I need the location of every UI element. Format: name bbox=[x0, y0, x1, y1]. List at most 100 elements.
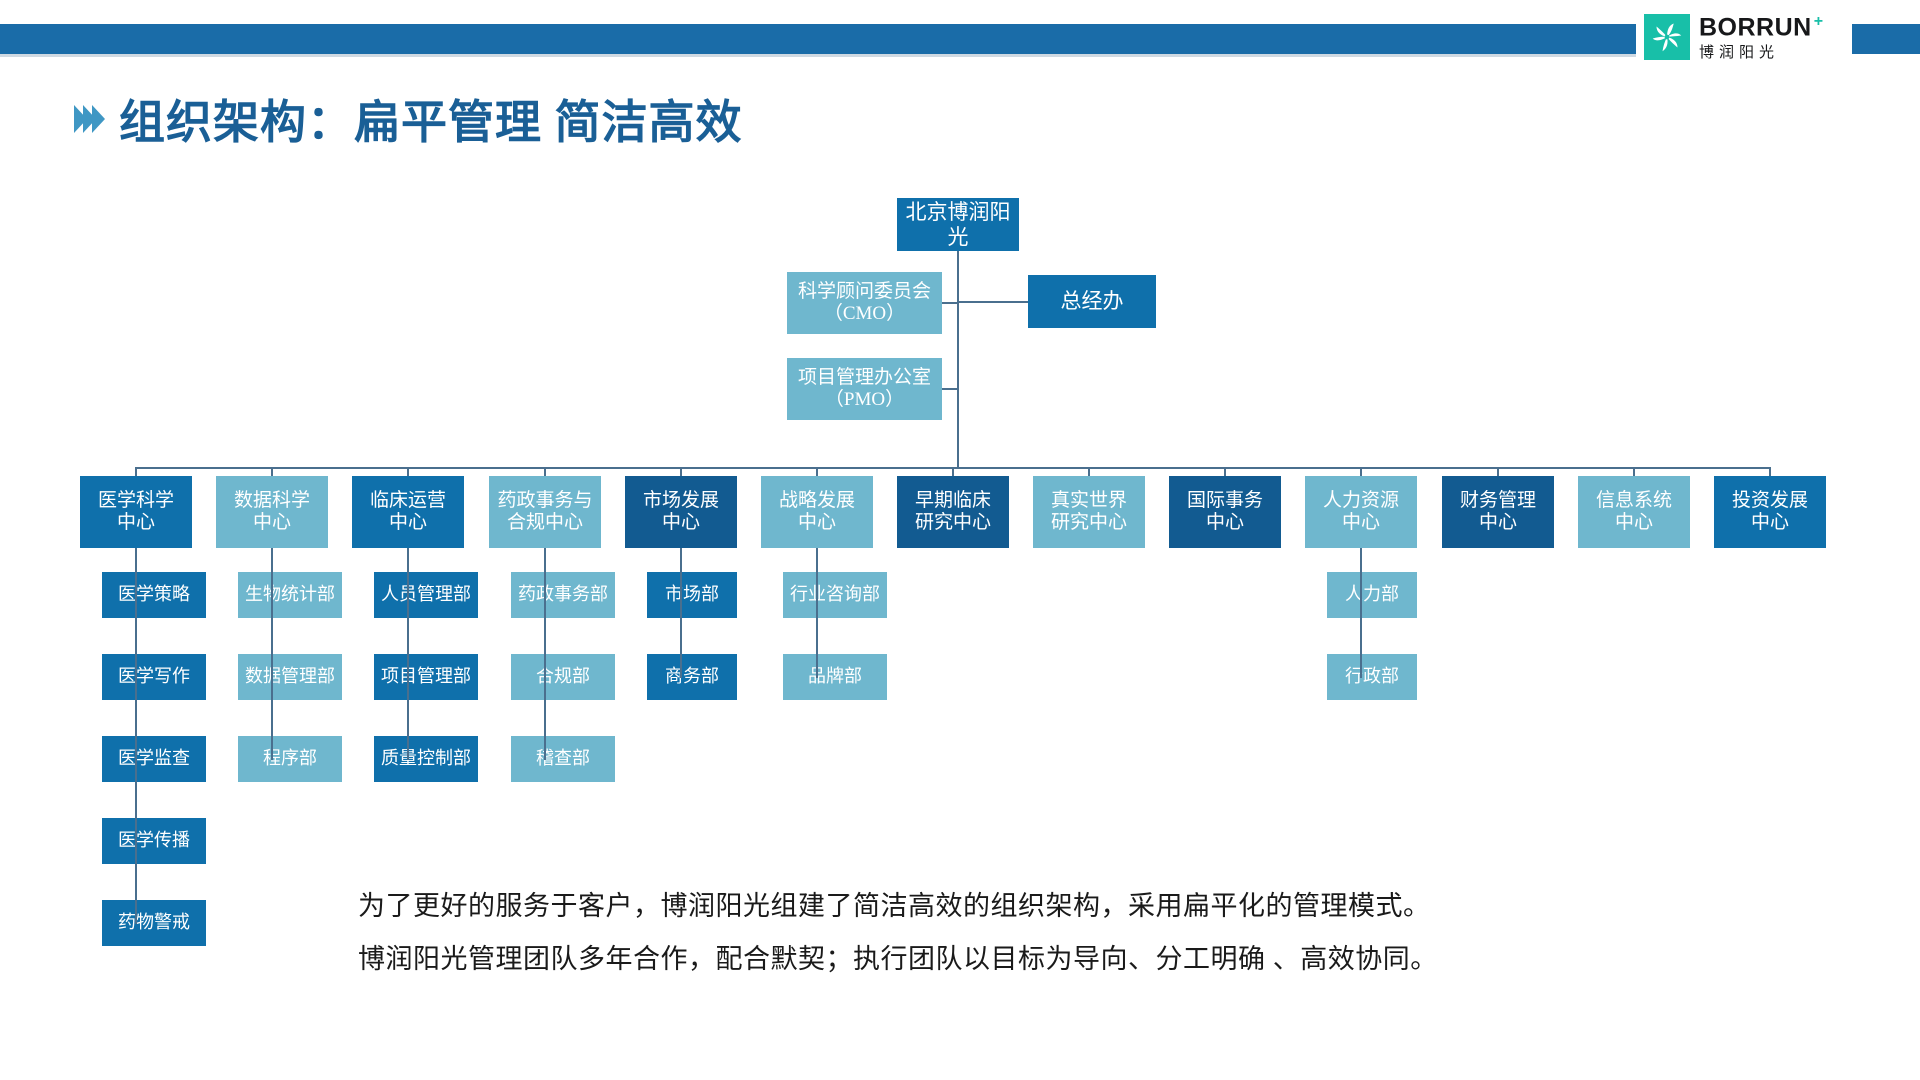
connector-line bbox=[1224, 467, 1226, 476]
footer-paragraph: 为了更好的服务于客户，博润阳光组建了简洁高效的组织架构，采用扁平化的管理模式。 … bbox=[358, 880, 1688, 985]
connector-line bbox=[1360, 548, 1362, 678]
brand-logo: BORRUN+ 博润阳光 bbox=[1636, 6, 1852, 68]
node-dept-3-0[interactable]: 药政事务部 bbox=[511, 572, 615, 618]
node-label: 国际事务 bbox=[1186, 489, 1263, 511]
page-title-row: 组织架构：扁平管理 简洁高效 bbox=[74, 86, 743, 152]
node-label: 北京博润阳光 bbox=[905, 199, 1011, 249]
node-staff-0[interactable]: 科学顾问委员会（CMO） bbox=[787, 272, 942, 334]
node-dept-2-2[interactable]: 质量控制部 bbox=[374, 736, 478, 782]
node-dept-0-2[interactable]: 医学监查 bbox=[102, 736, 206, 782]
node-dept-4-0[interactable]: 市场部 bbox=[647, 572, 737, 618]
node-label: 中心 bbox=[797, 512, 836, 533]
brand-name-en: BORRUN bbox=[1699, 13, 1812, 42]
node-label: 中心 bbox=[1205, 512, 1244, 533]
node-dept-2-0[interactable]: 人员管理部 bbox=[374, 572, 478, 618]
node-label: 信息系统 bbox=[1595, 489, 1672, 511]
node-dept-5-1[interactable]: 品牌部 bbox=[783, 654, 887, 700]
node-dept-9-0[interactable]: 人力部 bbox=[1327, 572, 1417, 618]
connector-line bbox=[407, 467, 409, 476]
node-label: 项目管理部 bbox=[381, 666, 471, 687]
node-staff-1[interactable]: 项目管理办公室（PMO） bbox=[787, 358, 942, 420]
connector-line bbox=[680, 467, 682, 476]
pinwheel-icon bbox=[1644, 14, 1690, 60]
node-dept-1-2[interactable]: 程序部 bbox=[238, 736, 342, 782]
node-label: 医学传播 bbox=[118, 830, 190, 851]
header-bar-right-cap bbox=[1848, 24, 1920, 54]
node-label: 生物统计部 bbox=[245, 584, 335, 605]
node-label: 商务部 bbox=[665, 666, 719, 687]
node-label: 合规部 bbox=[536, 666, 590, 687]
node-dept-9-1[interactable]: 行政部 bbox=[1327, 654, 1417, 700]
node-label: 质量控制部 bbox=[381, 748, 471, 769]
node-center-8[interactable]: 国际事务中心 bbox=[1169, 476, 1281, 548]
node-center-9[interactable]: 人力资源中心 bbox=[1305, 476, 1417, 548]
brand-plus-icon: + bbox=[1813, 12, 1824, 30]
footer-line-2: 博润阳光管理团队多年合作，配合默契；执行团队以目标为导向、分工明确 、高效协同。 bbox=[358, 943, 1438, 974]
connector-line bbox=[1497, 467, 1499, 476]
node-center-4[interactable]: 市场发展中心 bbox=[625, 476, 737, 548]
node-center-1[interactable]: 数据科学中心 bbox=[216, 476, 328, 548]
node-dept-3-2[interactable]: 稽查部 bbox=[511, 736, 615, 782]
connector-line bbox=[957, 251, 959, 467]
header-bar-shadow bbox=[0, 54, 1673, 57]
node-label: 人力资源 bbox=[1322, 489, 1399, 511]
node-center-0[interactable]: 医学科学中心 bbox=[80, 476, 192, 548]
header-bar bbox=[0, 24, 1673, 54]
node-dept-0-4[interactable]: 药物警戒 bbox=[102, 900, 206, 946]
node-general-office[interactable]: 总经办 bbox=[1028, 275, 1156, 328]
node-dept-3-1[interactable]: 合规部 bbox=[511, 654, 615, 700]
connector-line bbox=[952, 467, 954, 476]
connector-line bbox=[544, 467, 546, 476]
node-label: 药政事务与 bbox=[497, 489, 593, 511]
node-center-6[interactable]: 早期临床研究中心 bbox=[897, 476, 1009, 548]
node-dept-0-0[interactable]: 医学策略 bbox=[102, 572, 206, 618]
node-dept-1-1[interactable]: 数据管理部 bbox=[238, 654, 342, 700]
node-label: 中心 bbox=[388, 512, 427, 533]
node-center-10[interactable]: 财务管理中心 bbox=[1442, 476, 1554, 548]
node-label: 药政事务部 bbox=[518, 584, 608, 605]
node-center-7[interactable]: 真实世界研究中心 bbox=[1033, 476, 1145, 548]
chevrons-right-icon bbox=[74, 105, 105, 133]
node-label: 战略发展 bbox=[778, 489, 855, 511]
node-dept-4-1[interactable]: 商务部 bbox=[647, 654, 737, 700]
node-label: 医学策略 bbox=[118, 584, 190, 605]
connector-line bbox=[1633, 467, 1635, 476]
node-label: 程序部 bbox=[263, 748, 317, 769]
node-label: 中心 bbox=[1750, 512, 1789, 533]
node-label: 科学顾问委员会 bbox=[797, 280, 931, 302]
node-center-11[interactable]: 信息系统中心 bbox=[1578, 476, 1690, 548]
node-label: 真实世界 bbox=[1050, 489, 1127, 511]
connector-line bbox=[1360, 467, 1362, 476]
connector-line bbox=[680, 548, 682, 678]
connector-line bbox=[816, 467, 818, 476]
node-center-12[interactable]: 投资发展中心 bbox=[1714, 476, 1826, 548]
node-label: 品牌部 bbox=[808, 666, 862, 687]
node-root[interactable]: 北京博润阳光 bbox=[897, 198, 1019, 251]
node-label: 临床运营 bbox=[369, 489, 446, 511]
node-label: 医学科学 bbox=[97, 489, 174, 511]
node-label: （PMO） bbox=[824, 389, 905, 410]
connector-line bbox=[544, 548, 546, 760]
node-label: 中心 bbox=[1341, 512, 1380, 533]
node-dept-2-1[interactable]: 项目管理部 bbox=[374, 654, 478, 700]
node-dept-0-1[interactable]: 医学写作 bbox=[102, 654, 206, 700]
connector-line bbox=[135, 548, 137, 924]
node-center-3[interactable]: 药政事务与合规中心 bbox=[489, 476, 601, 548]
node-label: 合规中心 bbox=[506, 512, 583, 533]
connector-line bbox=[816, 548, 818, 678]
node-label: 数据管理部 bbox=[245, 666, 335, 687]
node-dept-5-0[interactable]: 行业咨询部 bbox=[783, 572, 887, 618]
node-label: 早期临床 bbox=[914, 489, 991, 511]
node-dept-0-3[interactable]: 医学传播 bbox=[102, 818, 206, 864]
node-label: 医学监查 bbox=[118, 748, 190, 769]
node-label: 人力部 bbox=[1345, 584, 1399, 605]
node-label: 研究中心 bbox=[1050, 512, 1127, 533]
node-center-5[interactable]: 战略发展中心 bbox=[761, 476, 873, 548]
connector-line bbox=[1769, 467, 1771, 476]
node-label: 中心 bbox=[252, 512, 291, 533]
connector-line bbox=[271, 467, 273, 476]
node-center-2[interactable]: 临床运营中心 bbox=[352, 476, 464, 548]
node-label: 稽查部 bbox=[536, 748, 590, 769]
node-dept-1-0[interactable]: 生物统计部 bbox=[238, 572, 342, 618]
